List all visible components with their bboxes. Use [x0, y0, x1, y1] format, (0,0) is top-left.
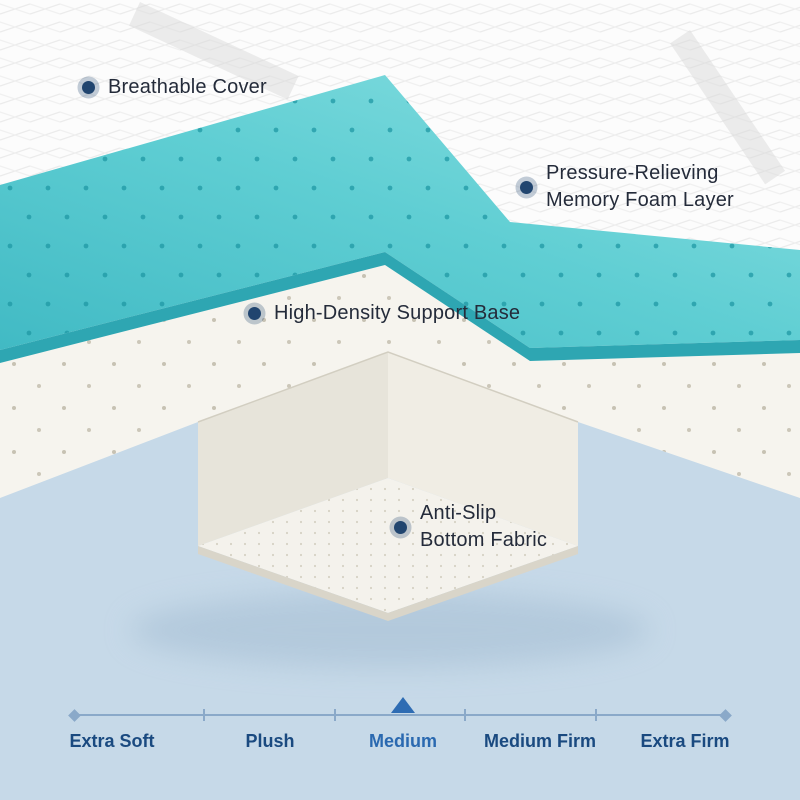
firmness-scale-line — [74, 714, 726, 716]
layer-label-text: Pressure-Relieving — [546, 162, 719, 184]
layer-label-memory-foam: Pressure-Relieving Memory Foam Layer — [520, 160, 734, 214]
layer-label-text: Bottom Fabric — [420, 529, 548, 551]
firmness-option-extra-firm: Extra Firm — [640, 731, 730, 751]
cover-quilt-seam — [670, 30, 786, 185]
firmness-option-extra-soft: Extra Soft — [69, 731, 155, 751]
firmness-option-medium: Medium — [368, 731, 438, 751]
firmness-scale-tick — [334, 709, 336, 721]
firmness-option-plush: Plush — [245, 731, 295, 751]
layer-label-text: Anti-Slip — [420, 502, 497, 524]
memory-foam-vent-holes — [0, 75, 800, 350]
layer-label-bottom-fabric: Anti-Slip Bottom Fabric — [394, 500, 547, 554]
firmness-scale-tick — [464, 709, 466, 721]
layer-label-text: High-Density Support Base — [274, 302, 521, 324]
firmness-scale-tick — [595, 709, 597, 721]
bullet-marker-icon — [82, 81, 95, 94]
bullet-marker-icon — [394, 520, 407, 534]
support-base-dots — [0, 265, 800, 498]
cover-quilt-seam — [129, 2, 299, 100]
cutaway-left-wall — [198, 352, 388, 546]
layer-label-support-base: High-Density Support Base — [248, 300, 520, 327]
layer-label-text: Breathable Cover — [108, 76, 267, 98]
bullet-marker-icon — [248, 307, 261, 320]
layer-label-text: Memory Foam Layer — [546, 189, 734, 211]
layer-label-breathable-cover: Breathable Cover — [82, 74, 267, 101]
mattress-shadow — [130, 592, 650, 668]
cutaway-right-wall — [388, 352, 578, 546]
firmness-scale-tick — [203, 709, 205, 721]
memory-foam-layer-edge — [0, 252, 800, 363]
bottom-fabric-dots — [198, 478, 578, 613]
firmness-pointer-icon — [391, 697, 415, 713]
bullet-marker-icon — [520, 180, 533, 194]
firmness-option-medium-firm: Medium Firm — [483, 731, 597, 751]
cutaway-rim-edge — [197, 351, 579, 423]
